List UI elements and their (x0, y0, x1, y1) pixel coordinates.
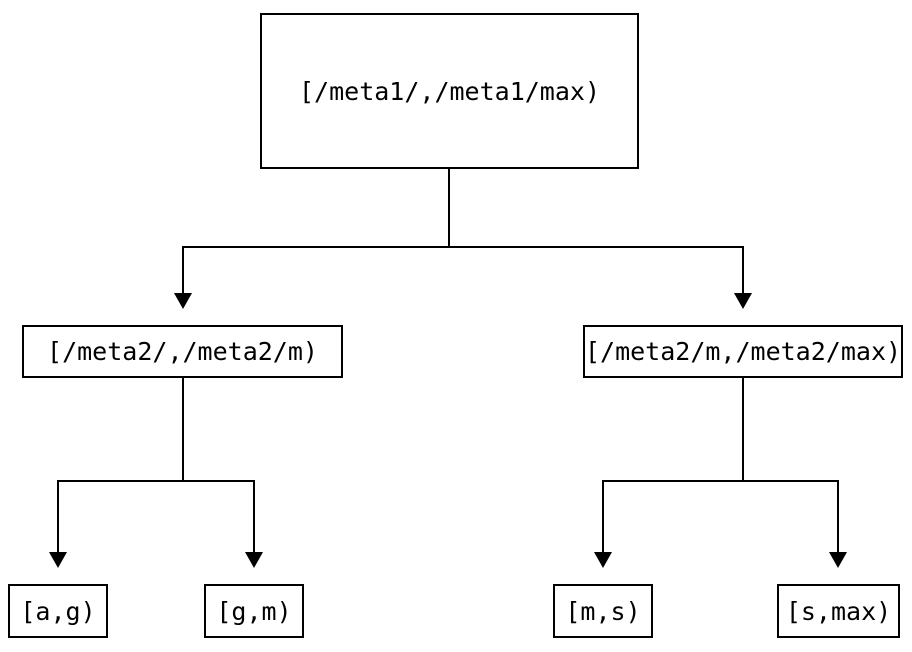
node-leaf-s-max: [s,max) (777, 584, 900, 638)
arrow-down-icon (594, 552, 612, 568)
arrow-down-icon (245, 552, 263, 568)
arrow-down-icon (829, 552, 847, 568)
node-meta2-low: [/meta2/,/meta2/m) (22, 325, 343, 378)
node-meta2-high: [/meta2/m,/meta2/max) (583, 325, 903, 378)
arrow-down-icon (174, 293, 192, 309)
node-root: [/meta1/,/meta1/max) (260, 13, 639, 169)
arrow-down-icon (734, 293, 752, 309)
arrow-down-icon (49, 552, 67, 568)
node-leaf-a-g: [a,g) (8, 584, 108, 638)
node-leaf-g-m: [g,m) (204, 584, 304, 638)
node-leaf-m-s: [m,s) (553, 584, 653, 638)
